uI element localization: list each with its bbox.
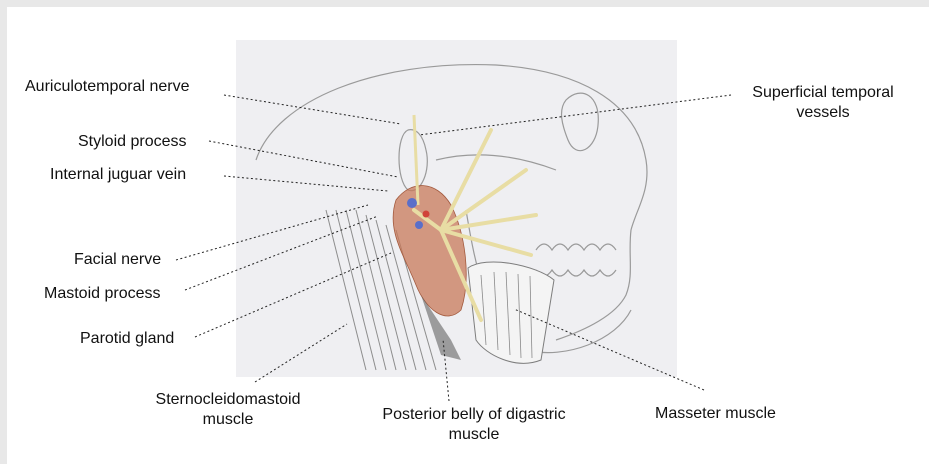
label-posterior-belly-line2: muscle (354, 425, 594, 445)
label-sternocleidomastoid-muscle: Sternocleidomastoid muscle (133, 390, 323, 430)
leader-superficial-temporal (419, 95, 731, 135)
leader-masseter (514, 309, 704, 390)
label-sternocleidomastoid-line2: muscle (133, 410, 323, 430)
label-mastoid-process: Mastoid process (44, 284, 161, 304)
leader-facial-nerve (176, 205, 368, 260)
label-superficial-temporal-vessels: Superficial temporal vessels (723, 83, 923, 123)
leader-internal-jugular (224, 176, 388, 191)
label-posterior-belly-digastric: Posterior belly of digastric muscle (354, 405, 594, 445)
leader-digastric (443, 339, 449, 401)
label-posterior-belly-line1: Posterior belly of digastric (354, 405, 594, 425)
label-parotid-gland: Parotid gland (80, 329, 174, 349)
label-masseter-muscle: Masseter muscle (655, 404, 776, 424)
leader-styloid (209, 141, 398, 177)
label-sternocleidomastoid-line1: Sternocleidomastoid (133, 390, 323, 410)
figure-panel: Auriculotemporal nerve Superficial tempo… (7, 7, 929, 464)
leader-parotid (195, 253, 391, 337)
leader-mastoid (185, 216, 378, 290)
leader-sternocleidomastoid (255, 324, 347, 382)
label-superficial-temporal-line1: Superficial temporal (723, 83, 923, 103)
leader-auriculotemporal (224, 95, 401, 124)
label-styloid-process: Styloid process (78, 132, 187, 152)
label-internal-jugular-vein: Internal juguar vein (50, 165, 186, 185)
label-auriculotemporal-nerve: Auriculotemporal nerve (25, 77, 190, 97)
label-superficial-temporal-line2: vessels (723, 103, 923, 123)
label-facial-nerve: Facial nerve (74, 250, 161, 270)
